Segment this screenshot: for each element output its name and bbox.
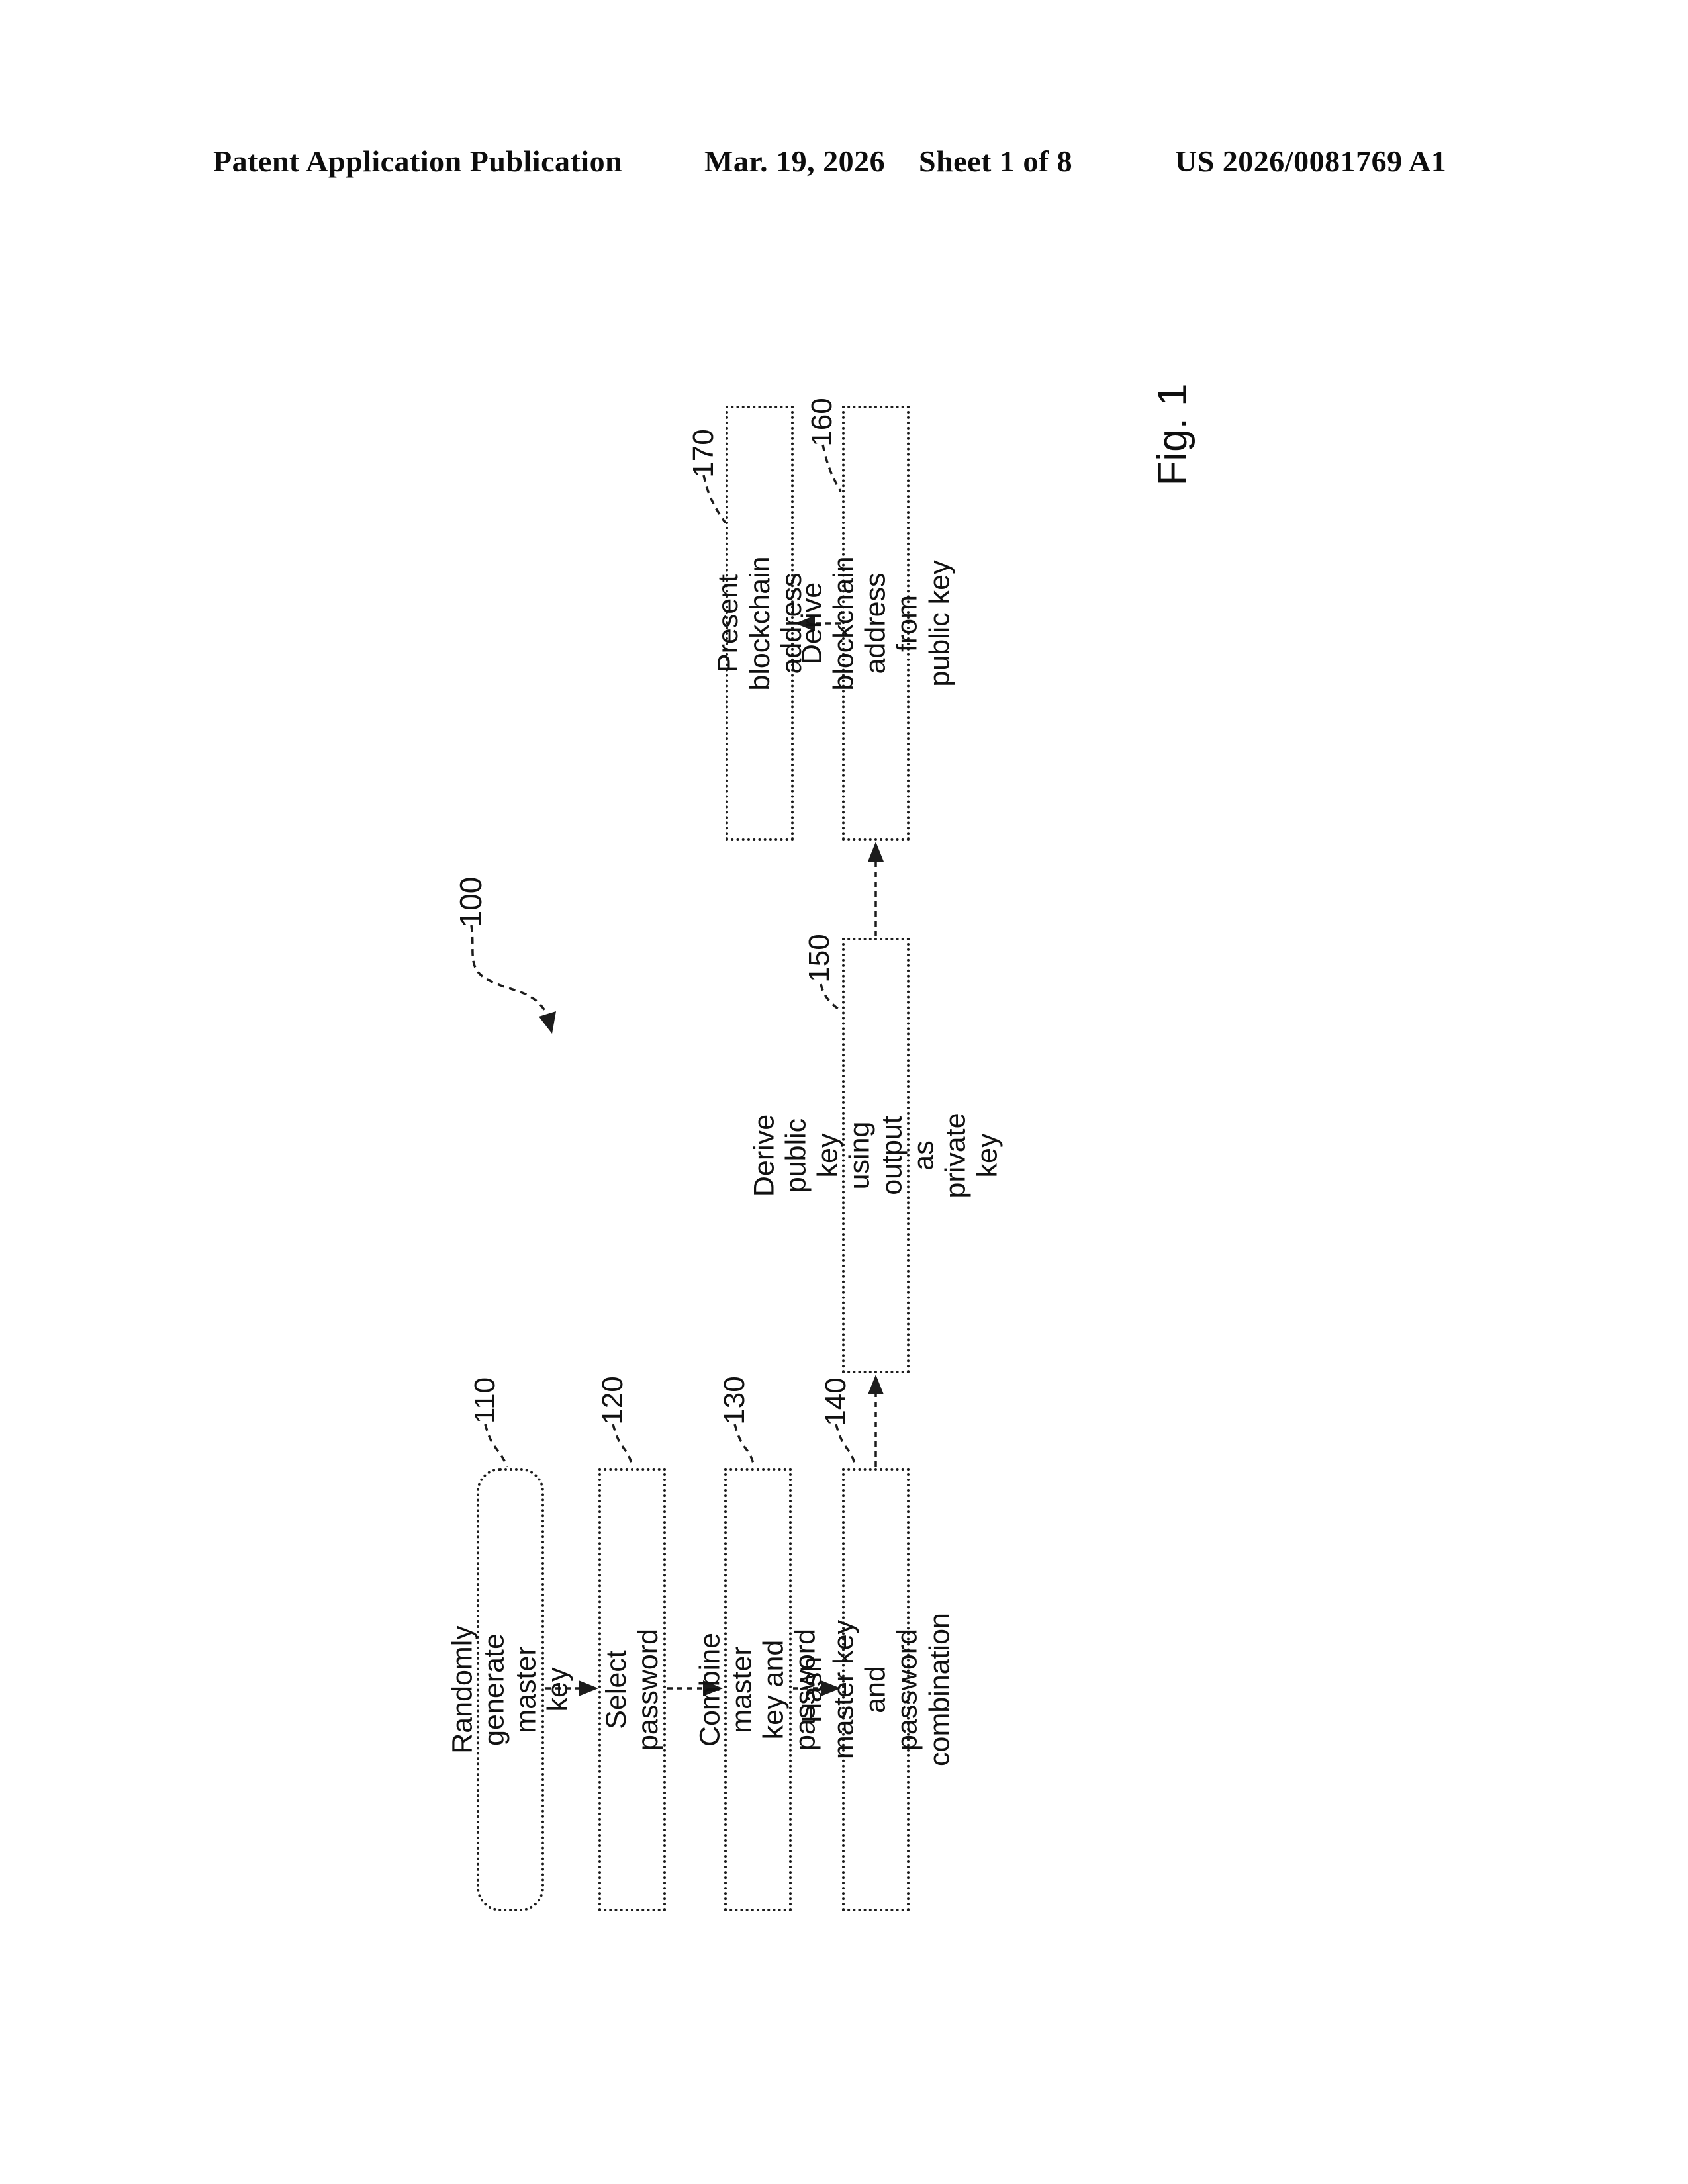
flow-box-120-select-password: Select password (598, 1468, 666, 1911)
header-publication: Patent Application Publication (213, 144, 623, 178)
flow-box-120-label: Select password (600, 1628, 664, 1751)
ref-label-110: 110 (469, 1377, 501, 1424)
arrowhead-110-120 (579, 1680, 598, 1696)
arrowhead-140-150 (868, 1375, 884, 1394)
header-sheet-count: Sheet 1 of 8 (919, 144, 1073, 178)
ref-label-100-overall: 100 (453, 876, 488, 928)
flow-box-150-label: Derive public key using output as privat… (748, 1113, 1004, 1199)
arrowhead-150-160 (868, 842, 884, 862)
header-date: Mar. 19, 2026 (704, 144, 886, 178)
leader-100 (470, 925, 548, 1015)
ref-label-130: 130 (718, 1376, 751, 1425)
flow-box-130-combine-key-password: Combine master key and password (694, 1468, 821, 1911)
flow-box-140-hash-combination: Hash master key and password combination (796, 1468, 955, 1911)
ref-label-160: 160 (806, 398, 838, 447)
flow-box-140-label: Hash master key and password combination (796, 1613, 956, 1766)
arrowhead-100 (539, 1011, 556, 1034)
flow-box-150-derive-public-key: Derive public key using output as privat… (748, 938, 1003, 1373)
ref-label-140: 140 (820, 1377, 852, 1426)
ref-label-120: 120 (596, 1376, 629, 1425)
flow-box-110-label: Randomly generate master key (446, 1625, 575, 1754)
flow-box-110-generate-master-key: Randomly generate master key (447, 1468, 574, 1911)
flow-box-160-derive-blockchain-address: Derive blockchain address from public ke… (796, 406, 955, 841)
flow-box-170-present-blockchain-address: Present blockchain address (712, 406, 808, 841)
header-patent-number: US 2026/0081769 A1 (1175, 144, 1447, 178)
figure-caption: Fig. 1 (1149, 383, 1196, 486)
flow-box-170-label: Present blockchain address (712, 555, 808, 691)
ref-label-170: 170 (687, 429, 720, 478)
ref-label-150: 150 (803, 934, 835, 983)
flow-box-160-label: Derive blockchain address from public ke… (796, 555, 956, 691)
